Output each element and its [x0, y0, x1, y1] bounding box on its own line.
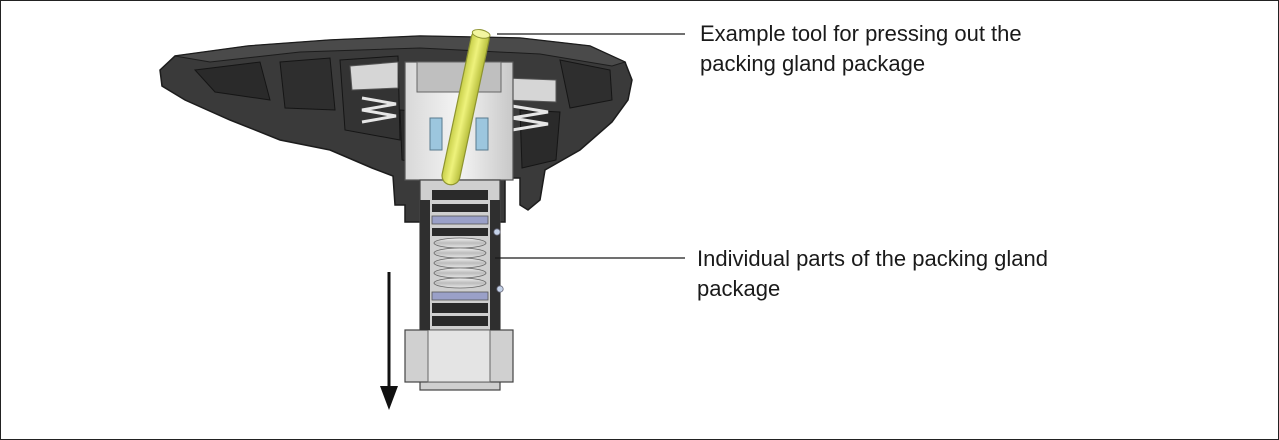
callout-parts: Individual parts of the packing gland pa…: [697, 244, 1167, 304]
callout-tool-line-1: Example tool for pressing out the: [700, 21, 1022, 46]
callout-tool-line-2: packing gland package: [700, 51, 926, 76]
example-tool: [441, 29, 491, 186]
callout-parts-line-1: Individual parts of the packing gland: [697, 246, 1049, 271]
callout-tool: Example tool for pressing out the packin…: [700, 19, 1170, 79]
packing-gland-package: [431, 190, 504, 326]
top-blocks: [349, 61, 557, 103]
callout-parts-line-2: package: [697, 276, 781, 301]
press-out-arrow: [380, 272, 398, 410]
